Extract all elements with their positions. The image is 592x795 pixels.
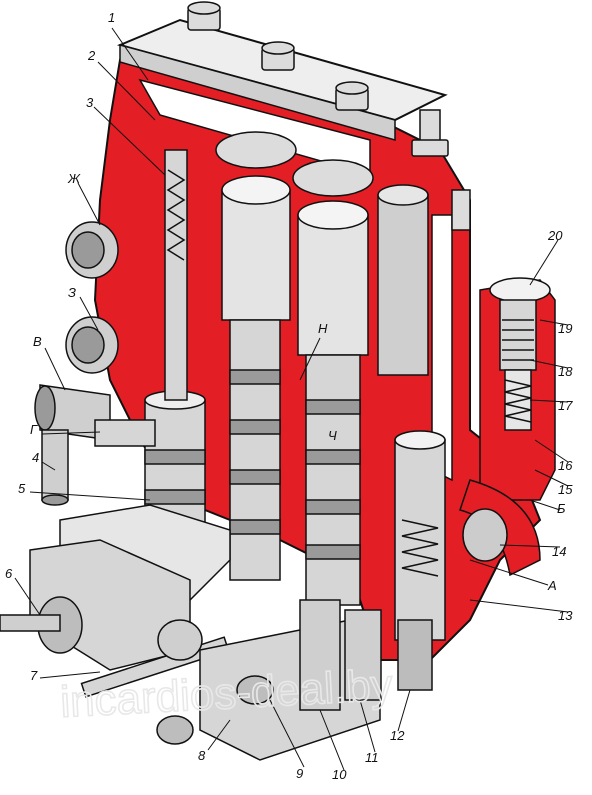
fitting-z bbox=[65, 316, 119, 374]
callout-a: А bbox=[547, 578, 557, 593]
stud-right-2 bbox=[451, 189, 471, 231]
nut-3 bbox=[335, 81, 369, 111]
callout-g: Г bbox=[30, 422, 38, 437]
base-assembly bbox=[0, 504, 382, 761]
callout-3: 3 bbox=[86, 95, 94, 110]
callout-n: Н bbox=[318, 321, 328, 336]
callout-v: В bbox=[33, 334, 42, 349]
callout-2: 2 bbox=[87, 48, 96, 63]
callout-12: 12 bbox=[390, 728, 405, 743]
fitting-zh bbox=[65, 221, 119, 279]
callout-b: Б bbox=[557, 501, 566, 516]
callout-ch: Ч bbox=[328, 428, 337, 443]
callout-15: 15 bbox=[558, 482, 573, 497]
pin-8 bbox=[156, 715, 194, 745]
callout-6-left: 6 bbox=[5, 566, 13, 581]
callout-1: 1 bbox=[108, 10, 115, 25]
callout-9: 9 bbox=[296, 766, 303, 781]
callout-10: 10 bbox=[332, 767, 347, 782]
callout-18: 18 bbox=[558, 364, 573, 379]
inner-channel-right bbox=[431, 214, 453, 482]
callout-labels: 1 2 3 Ж З В Г 4 5 6 7 8 9 10 11 12 13 А … bbox=[5, 10, 573, 782]
callout-13: 13 bbox=[558, 608, 573, 623]
callout-14: 14 bbox=[552, 544, 566, 559]
leader-lines bbox=[14, 27, 569, 771]
spool-middle bbox=[215, 131, 297, 581]
cylinder-right bbox=[377, 184, 429, 376]
pin-9 bbox=[236, 675, 274, 705]
callout-4: 4 bbox=[32, 450, 39, 465]
spool-right bbox=[292, 159, 374, 606]
callout-17: 17 bbox=[558, 398, 573, 413]
callout-20: 20 bbox=[547, 228, 563, 243]
callout-7: 7 bbox=[30, 668, 38, 683]
nut-1 bbox=[187, 1, 221, 31]
callout-z: З bbox=[68, 285, 76, 300]
callout-8: 8 bbox=[198, 748, 206, 763]
callout-5: 5 bbox=[18, 481, 26, 496]
nut-2 bbox=[261, 41, 295, 71]
stud-right bbox=[411, 109, 449, 157]
callout-zh: Ж bbox=[67, 171, 81, 186]
shaft bbox=[0, 614, 61, 632]
ball-joint bbox=[157, 619, 203, 661]
left-fittings bbox=[34, 221, 156, 506]
fitting-g bbox=[94, 419, 156, 447]
check-valve bbox=[394, 430, 446, 691]
spool-stem-11 bbox=[344, 609, 382, 701]
cover-nuts bbox=[187, 1, 471, 231]
relief-valve bbox=[459, 277, 556, 577]
callout-16: 16 bbox=[558, 458, 573, 473]
callout-11: 11 bbox=[365, 750, 379, 765]
callout-19: 19 bbox=[558, 321, 572, 336]
spool-stem-10 bbox=[299, 599, 341, 711]
top-cover-edge bbox=[119, 44, 396, 141]
